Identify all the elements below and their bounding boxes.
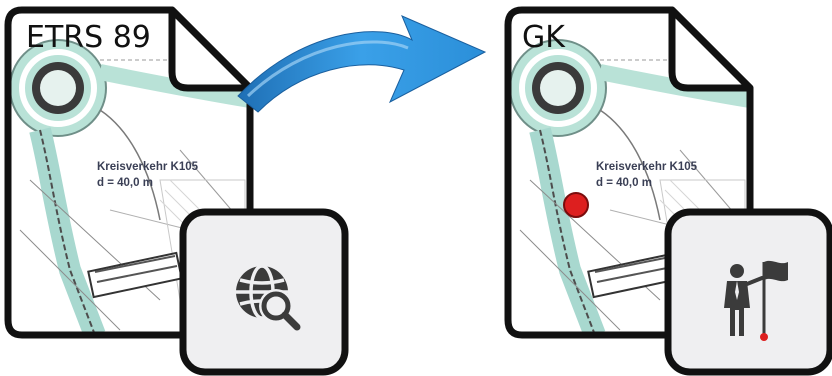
globe-search-icon	[236, 264, 301, 331]
source-document	[4, 6, 254, 339]
target-map-label-line1: Kreisverkehr K105	[596, 161, 698, 173]
arrow-right-icon	[237, 15, 487, 113]
target-crs-title: GK	[522, 20, 565, 55]
map-excerpt	[509, 39, 750, 335]
map-excerpt	[9, 39, 250, 335]
surveyor-flag-icon	[724, 260, 788, 341]
source-map-label-line2: d = 40,0 m	[97, 177, 153, 189]
target-map-label-line2: d = 40,0 m	[596, 177, 652, 189]
source-map-label-line1: Kreisverkehr K105	[97, 161, 199, 173]
source-crs-title: ETRS 89	[26, 20, 151, 55]
target-tool-badge	[664, 208, 832, 376]
location-marker	[563, 192, 589, 218]
